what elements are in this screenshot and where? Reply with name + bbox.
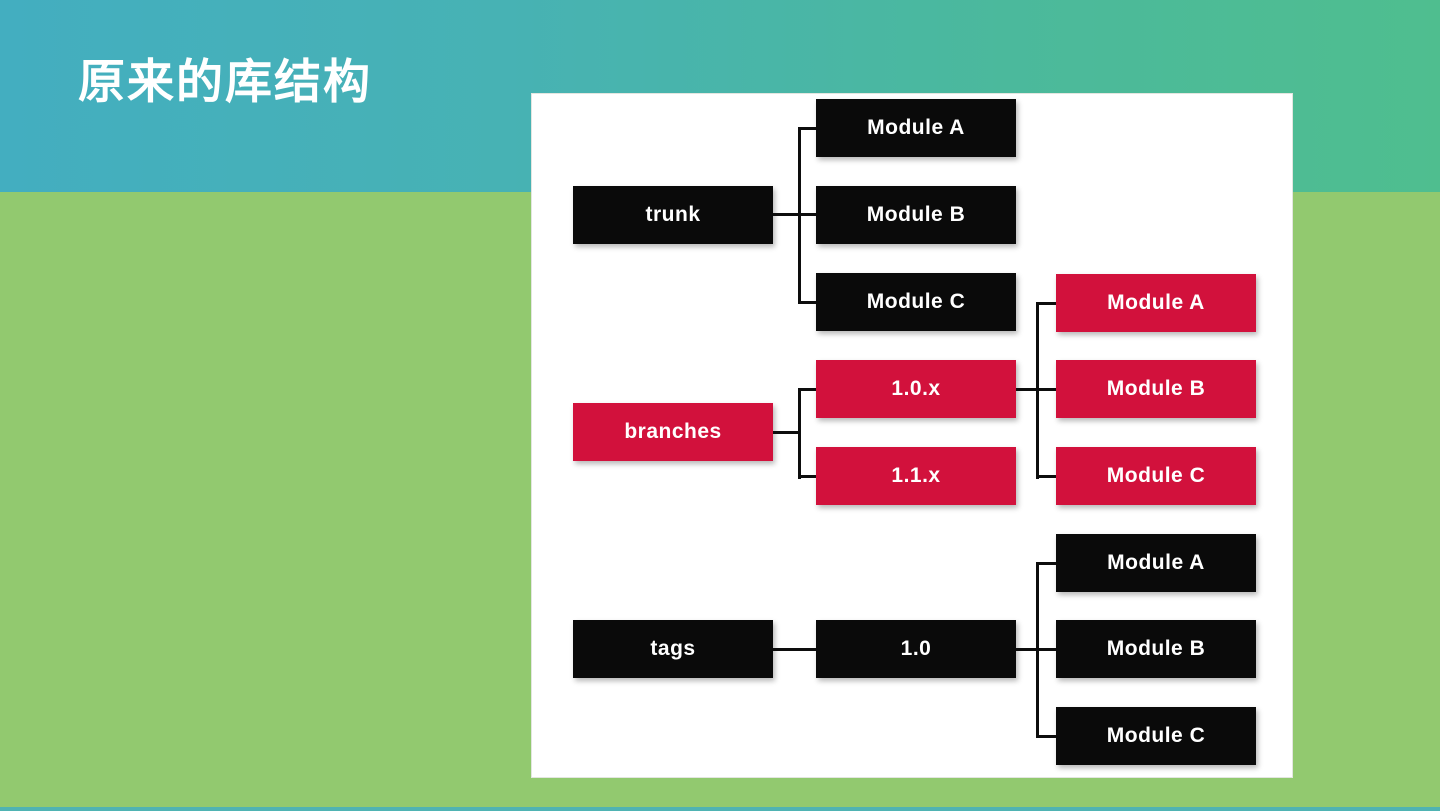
connector-tags-to-10 (773, 648, 816, 651)
bottom-accent-strip (0, 807, 1440, 811)
node-trunk: trunk (573, 186, 773, 244)
node-tag-module-a: Module A (1056, 534, 1256, 592)
connector-trunk-to-b (798, 213, 816, 216)
connector-trunk-to-c (798, 301, 816, 304)
connector-10-to-b (1036, 648, 1056, 651)
diagram-panel: trunk Module A Module B Module C branche… (531, 93, 1293, 778)
node-branch-1-0-x: 1.0.x (816, 360, 1016, 418)
node-tags: tags (573, 620, 773, 678)
node-trunk-module-b: Module B (816, 186, 1016, 244)
node-tag-1-0: 1.0 (816, 620, 1016, 678)
node-trunk-module-a: Module A (816, 99, 1016, 157)
connector-10-stub (1016, 648, 1039, 651)
connector-trunk-to-a (798, 127, 816, 130)
node-branch-module-b: Module B (1056, 360, 1256, 418)
connector-10-to-a (1036, 562, 1056, 565)
node-trunk-module-c: Module C (816, 273, 1016, 331)
node-tag-module-b: Module B (1056, 620, 1256, 678)
connector-branches-to-10x (798, 388, 816, 391)
connector-branches-to-11x (798, 475, 816, 478)
node-branch-module-a: Module A (1056, 274, 1256, 332)
node-branch-1-1-x: 1.1.x (816, 447, 1016, 505)
node-tag-module-c: Module C (1056, 707, 1256, 765)
node-branches: branches (573, 403, 773, 461)
connector-branches-stub (773, 431, 801, 434)
connector-10x-to-b (1036, 388, 1056, 391)
slide-title: 原来的库结构 (78, 55, 372, 108)
connector-10x-to-c (1036, 475, 1056, 478)
connector-branches-vline (798, 388, 801, 479)
connector-10x-to-a (1036, 302, 1056, 305)
node-branch-module-c: Module C (1056, 447, 1256, 505)
connector-10-to-c (1036, 735, 1056, 738)
connector-trunk-stub (773, 213, 801, 216)
connector-10x-stub (1016, 388, 1039, 391)
